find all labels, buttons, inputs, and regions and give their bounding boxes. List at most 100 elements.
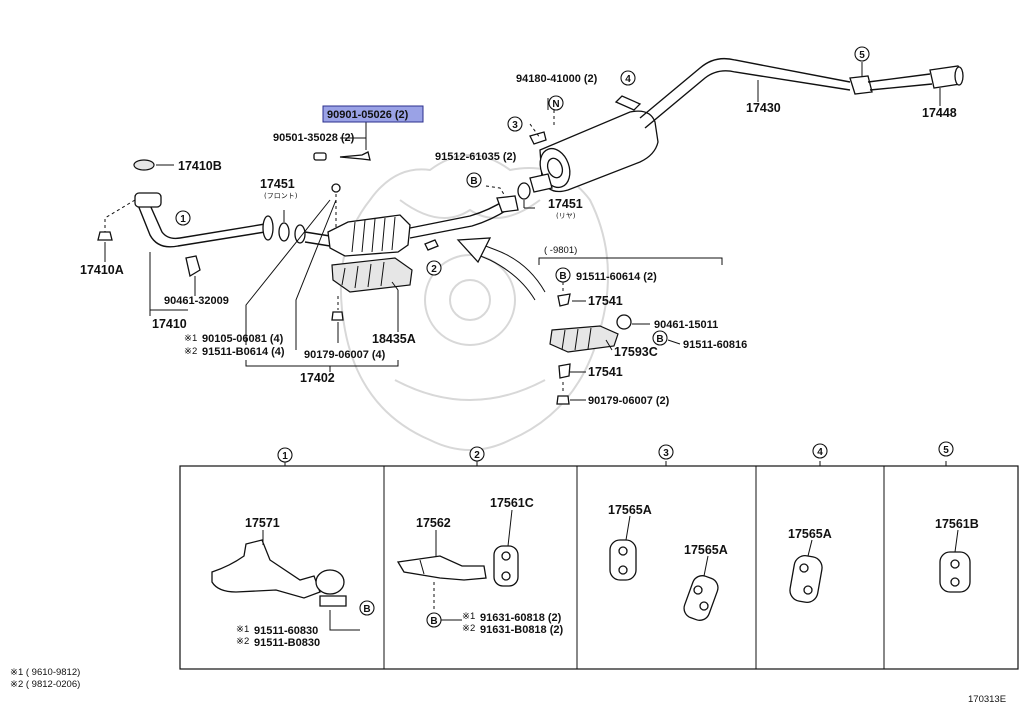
svg-text:B: B <box>559 271 566 282</box>
part-label-91511-60816[interactable]: 91511-60816 <box>683 339 747 351</box>
part-label-91511-b0830[interactable]: 91511-B0830 <box>254 637 320 649</box>
part-label-90901-05026[interactable]: 90901-05026 (2) <box>327 109 409 121</box>
part-label-17561c[interactable]: 17561C <box>490 496 534 510</box>
callout-b-2: B <box>555 267 571 283</box>
bracket-17571[interactable] <box>211 539 347 607</box>
svg-text:1: 1 <box>180 214 186 225</box>
svg-text:3: 3 <box>512 120 518 131</box>
mark-2: ※2 <box>184 346 197 357</box>
svg-text:2: 2 <box>431 264 437 275</box>
panel-callout-3: 3 <box>658 444 674 460</box>
heat-insulator-17593c[interactable] <box>549 325 619 353</box>
nut-17410a[interactable] <box>97 231 113 241</box>
part-label-17430[interactable]: 17430 <box>746 101 781 115</box>
hanger-17561c[interactable] <box>493 545 519 587</box>
panel2-callout-b: B <box>426 612 442 628</box>
part-label-90105-06081[interactable]: 90105-06081 (4) <box>202 333 284 345</box>
part-label-17410[interactable]: 17410 <box>152 317 187 331</box>
part-label-17565a-2[interactable]: 17565A <box>684 543 728 557</box>
hanger-17561b[interactable] <box>939 551 971 593</box>
callout-b-1: B <box>466 172 482 188</box>
svg-text:1: 1 <box>282 451 288 462</box>
figure-code: 170313E <box>968 694 1006 705</box>
part-label-91631-60818[interactable]: 91631-60818 (2) <box>480 612 562 624</box>
part-label-17451-rear[interactable]: 17451 <box>548 197 583 211</box>
gasket-17451-front[interactable] <box>278 222 306 244</box>
bracket-17562[interactable] <box>396 555 487 581</box>
hanger-17565a-panel4[interactable] <box>788 554 824 604</box>
gasket-17451-rear[interactable] <box>517 173 553 200</box>
part-label-91511-60830[interactable]: 91511-60830 <box>254 625 318 637</box>
part-label-91511-60614[interactable]: 91511-60614 (2) <box>576 271 657 283</box>
part-label-17410a[interactable]: 17410A <box>80 263 124 277</box>
panel1-callout-b: B <box>359 600 375 616</box>
part-label-90179-06007[interactable]: 90179-06007 (4) <box>304 349 386 361</box>
highlight-box <box>322 105 424 123</box>
bracket-17541-upper[interactable] <box>557 293 571 307</box>
heat-insulator-18435a[interactable] <box>331 257 413 293</box>
svg-text:2: 2 <box>474 450 480 461</box>
part-label-17448[interactable]: 17448 <box>922 106 957 120</box>
catalytic-converter-pipe[interactable] <box>304 195 519 257</box>
part-label-17451-front[interactable]: 17451 <box>260 177 295 191</box>
muffler-tailpipe-assembly[interactable] <box>529 57 964 193</box>
hanger-17565a-right[interactable] <box>681 573 720 623</box>
range-9801: ( -9801) <box>544 245 577 256</box>
bolt-90501-35028[interactable] <box>313 151 371 161</box>
part-label-94180-41000[interactable]: 94180-41000 (2) <box>516 73 598 85</box>
svg-text:4: 4 <box>625 74 631 85</box>
part-label-90461-32009[interactable]: 90461-32009 <box>164 295 229 307</box>
svg-text:5: 5 <box>859 50 865 61</box>
part-label-18435a[interactable]: 18435A <box>372 332 416 346</box>
part-label-17541-lower[interactable]: 17541 <box>588 365 623 379</box>
part-label-17565a-1[interactable]: 17565A <box>608 503 652 517</box>
bolt-90179-06007[interactable] <box>331 311 344 321</box>
bracket-17541-lower[interactable] <box>558 363 571 379</box>
hanger-17565a-left[interactable] <box>609 539 637 581</box>
part-label-17541-upper[interactable]: 17541 <box>588 294 623 308</box>
part-label-17561b[interactable]: 17561B <box>935 517 979 531</box>
panel1-mark-2: ※2 <box>236 636 249 647</box>
part-label-90179-06007-right[interactable]: 90179-06007 (2) <box>588 395 670 407</box>
clamp-90461-15011[interactable] <box>616 314 632 330</box>
part-label-91511-b0614[interactable]: 91511-B0614 (4) <box>202 346 285 358</box>
panel2-mark-1: ※1 <box>462 611 475 622</box>
svg-text:4: 4 <box>817 447 823 458</box>
svg-text:5: 5 <box>943 445 949 456</box>
panel-callout-5: 5 <box>938 441 954 457</box>
detail-panel-frame <box>179 461 1019 670</box>
bolt-90179-06007-right[interactable] <box>556 395 570 405</box>
callout-1: 1 <box>175 210 191 226</box>
panel1-mark-1: ※1 <box>236 624 249 635</box>
callout-3: 3 <box>507 116 523 132</box>
panel-callout-4: 4 <box>812 443 828 459</box>
svg-text:3: 3 <box>663 448 669 459</box>
part-label-17565a-3[interactable]: 17565A <box>788 527 832 541</box>
part-label-17562[interactable]: 17562 <box>416 516 451 530</box>
part-label-91631-b0818[interactable]: 91631-B0818 (2) <box>480 624 564 636</box>
callout-b-3: B <box>652 330 668 346</box>
part-label-90461-15011[interactable]: 90461-15011 <box>654 319 718 331</box>
mark-1: ※1 <box>184 333 197 344</box>
part-label-17593c[interactable]: 17593C <box>614 345 658 359</box>
panel-callout-1: 1 <box>277 447 293 463</box>
part-label-17571[interactable]: 17571 <box>245 516 280 530</box>
svg-text:B: B <box>363 604 370 615</box>
part-label-90501-35028[interactable]: 90501-35028 (2) <box>273 132 355 144</box>
svg-text:B: B <box>656 334 663 345</box>
svg-text:B: B <box>470 176 477 187</box>
part-label-17402[interactable]: 17402 <box>300 371 335 385</box>
footnote-1: ※1 ( 9610-9812) <box>10 667 80 678</box>
bolt-stud-left[interactable] <box>331 183 341 193</box>
panel2-mark-2: ※2 <box>462 623 475 634</box>
front-exhaust-pipe[interactable] <box>134 192 274 278</box>
gasket-17410b[interactable] <box>133 159 155 171</box>
svg-text:B: B <box>430 616 437 627</box>
panel-callout-2: 2 <box>469 446 485 462</box>
callout-n: N <box>548 95 564 111</box>
callout-4: 4 <box>620 70 636 86</box>
part-label-17410b[interactable]: 17410B <box>178 159 222 173</box>
part-label-91512-61035[interactable]: 91512-61035 (2) <box>435 151 517 163</box>
rear-note: (リヤ) <box>556 212 576 220</box>
